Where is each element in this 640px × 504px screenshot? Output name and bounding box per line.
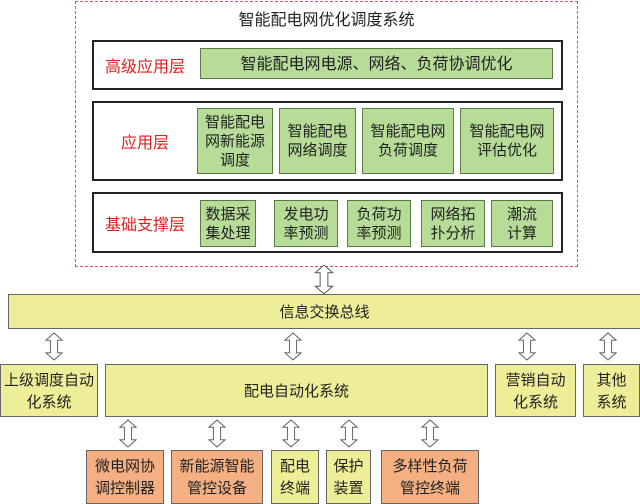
arrow-bus-distribution [284, 332, 302, 361]
distribution-terminal-box: 配电终端 [271, 450, 319, 504]
application-layer-label: 应用层 [120, 133, 169, 152]
marketing-automation-box: 营销自动化系统 [495, 364, 576, 417]
power-flow-box: 潮流计算 [491, 200, 553, 247]
arrow-protection [340, 419, 358, 448]
new-energy-device-box: 新能源智能管控设备 [171, 450, 263, 504]
load-forecast-box: 负荷功率预测 [347, 200, 411, 247]
information-exchange-bus: 信息交换总线 [8, 294, 640, 329]
arrow-bus-other [599, 332, 617, 361]
microgrid-controller-box: 微电网协调控制器 [86, 450, 164, 504]
topology-analysis-box: 网络拓扑分析 [421, 200, 485, 247]
arrow-bus-upper-dispatch [45, 332, 63, 361]
arrow-diverse-load [421, 419, 439, 448]
coordination-optimization-box: 智能配电网电源、网络、负荷协调优化 [200, 48, 553, 79]
generation-forecast-box: 发电功率预测 [274, 200, 338, 247]
foundation-layer-label: 基础支撑层 [104, 214, 185, 234]
optimization-system-frame [75, 1, 578, 267]
evaluation-optimization-box: 智能配电网评估优化 [460, 108, 554, 174]
distribution-automation-box: 配电自动化系统 [105, 364, 488, 417]
data-acquisition-box: 数据采集处理 [200, 200, 256, 247]
upper-dispatch-system-box: 上级调度自动化系统 [0, 364, 98, 417]
arrow-microgrid [119, 419, 137, 448]
diverse-load-terminal-box: 多样性负荷管控终端 [381, 450, 479, 504]
network-dispatch-box: 智能配电网络调度 [279, 108, 356, 174]
load-dispatch-box: 智能配电网负荷调度 [362, 108, 454, 174]
arrow-new-energy [208, 419, 226, 448]
advanced-layer-label: 高级应用层 [104, 57, 185, 76]
arrow-terminal [282, 419, 300, 448]
system-title: 智能配电网优化调度系统 [238, 10, 415, 29]
arrow-system-bus [314, 265, 334, 294]
other-systems-box: 其他系统 [583, 364, 640, 417]
protection-device-box: 保护装置 [326, 450, 371, 504]
arrow-bus-marketing [518, 332, 536, 361]
new-energy-dispatch-box: 智能配电网新能源调度 [197, 108, 273, 174]
